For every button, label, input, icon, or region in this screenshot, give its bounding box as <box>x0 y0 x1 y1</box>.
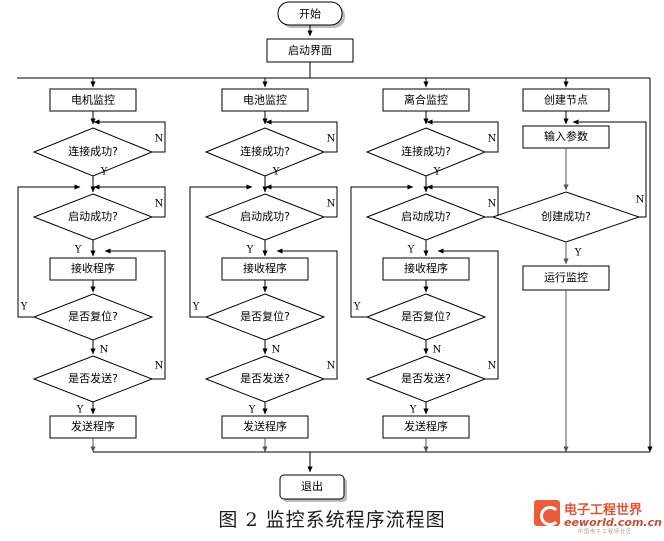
label-clutch-send-yes: Y <box>409 405 417 416</box>
watermark-domain-text: eeworld.com.cn <box>564 516 662 529</box>
branch-battery-header-label: 电池监控 <box>243 93 287 107</box>
label-motor-connect-no: N <box>155 134 164 145</box>
node-start-label: 开始 <box>299 7 321 21</box>
node-battery-send-q-label: 是否发送? <box>240 371 290 385</box>
figure-caption: 图 2 监控系统程序流程图 <box>218 509 446 531</box>
branch-clutch: 离合监控 连接成功? N Y 启动成功? N Y 接收程序 是否复位? Y <box>350 88 499 453</box>
label-clutch-reset-no: N <box>433 345 442 356</box>
label-clutch-send-no: N <box>488 361 497 372</box>
node-battery-send-label: 发送程序 <box>243 419 287 433</box>
label-node-create-yes: Y <box>574 248 582 259</box>
label-motor-reset-no: N <box>100 345 109 356</box>
node-splash: 启动界面 <box>266 38 354 63</box>
edge-clutch-reset-yes <box>350 184 414 318</box>
label-battery-start-no: N <box>327 199 336 210</box>
label-motor-start-yes: Y <box>74 245 82 256</box>
label-motor-connect-yes: Y <box>100 167 108 178</box>
label-battery-send-no: N <box>327 361 336 372</box>
branch-clutch-header-label: 离合监控 <box>404 93 448 107</box>
branch-motor: 电机监控 连接成功? N Y 启动成功? N Y 接收程序 是否复位 <box>17 88 166 453</box>
branch-node: 创建节点 输入参数 创建成功? N Y 运行监控 <box>491 88 647 453</box>
label-motor-send-yes: Y <box>76 405 84 416</box>
label-battery-connect-no: N <box>327 134 336 145</box>
label-motor-start-no: N <box>155 199 164 210</box>
label-node-create-no: N <box>636 195 645 206</box>
node-node-create-label: 创建成功? <box>541 209 591 223</box>
label-battery-send-yes: Y <box>248 405 256 416</box>
edge-clutch-connect-no <box>426 119 499 153</box>
label-battery-start-yes: Y <box>246 245 254 256</box>
label-clutch-start-no: N <box>488 199 497 210</box>
label-battery-reset-yes: Y <box>192 302 200 313</box>
node-motor-reset-label: 是否复位? <box>68 309 118 323</box>
label-clutch-reset-yes: Y <box>353 302 361 313</box>
edge-motor-reset-yes <box>17 184 81 318</box>
node-clutch-send-q-label: 是否发送? <box>401 371 451 385</box>
node-battery-recv-label: 接收程序 <box>243 261 287 275</box>
watermark-subtitle-text: 中国电子工程师社区 <box>578 529 633 535</box>
edge-battery-connect-no <box>265 119 338 153</box>
node-start: 开始 <box>277 1 345 28</box>
watermark-chinese-text: 电子工程世界 <box>564 503 643 518</box>
label-clutch-connect-no: N <box>488 134 497 145</box>
branch-node-header-label: 创建节点 <box>544 93 588 107</box>
node-node-run-label: 运行监控 <box>544 270 588 284</box>
eeworld-logo-icon <box>534 500 560 526</box>
edge-node-create-no <box>572 119 647 218</box>
node-clutch-connect-label: 连接成功? <box>401 145 451 158</box>
node-clutch-reset-label: 是否复位? <box>401 309 451 323</box>
node-exit: 退出 <box>279 474 347 502</box>
edge-motor-start-no <box>93 184 166 218</box>
label-battery-reset-no: N <box>272 345 281 356</box>
branch-motor-header-label: 电机监控 <box>71 93 115 107</box>
node-motor-recv-label: 接收程序 <box>71 261 115 275</box>
node-clutch-recv-label: 接收程序 <box>404 261 448 275</box>
label-motor-send-no: N <box>155 361 164 372</box>
branch-battery: 电池监控 连接成功? N Y 启动成功? N Y 接收程序 是否复位? Y <box>189 88 338 453</box>
edge-motor-connect-no <box>93 119 166 153</box>
edge-clutch-send-no <box>437 248 499 380</box>
node-motor-connect-label: 连接成功? <box>68 145 118 158</box>
node-splash-label: 启动界面 <box>288 44 332 57</box>
node-motor-send-q-label: 是否发送? <box>68 371 118 385</box>
node-exit-label: 退出 <box>301 479 323 493</box>
edge-motor-send-no <box>104 248 166 380</box>
node-battery-reset-label: 是否复位? <box>240 309 290 323</box>
node-motor-start-label: 启动成功? <box>68 210 118 223</box>
edge-battery-reset-yes <box>189 184 253 318</box>
node-motor-send-label: 发送程序 <box>71 419 115 433</box>
edge-battery-start-no <box>265 184 338 218</box>
node-clutch-send-label: 发送程序 <box>404 419 448 433</box>
label-motor-reset-yes: Y <box>20 302 28 313</box>
node-clutch-start-label: 启动成功? <box>401 210 451 223</box>
watermark-eeworld: 电子工程世界 eeworld.com.cn 中国电子工程师社区 <box>534 497 662 535</box>
label-clutch-connect-yes: Y <box>433 167 441 178</box>
label-battery-connect-yes: Y <box>272 167 280 178</box>
node-battery-connect-label: 连接成功? <box>240 145 290 158</box>
node-node-input-label: 输入参数 <box>544 129 588 143</box>
node-node-run <box>522 265 610 291</box>
node-battery-start-label: 启动成功? <box>240 210 290 223</box>
edge-battery-send-no <box>276 248 338 380</box>
label-clutch-start-yes: Y <box>407 245 415 256</box>
